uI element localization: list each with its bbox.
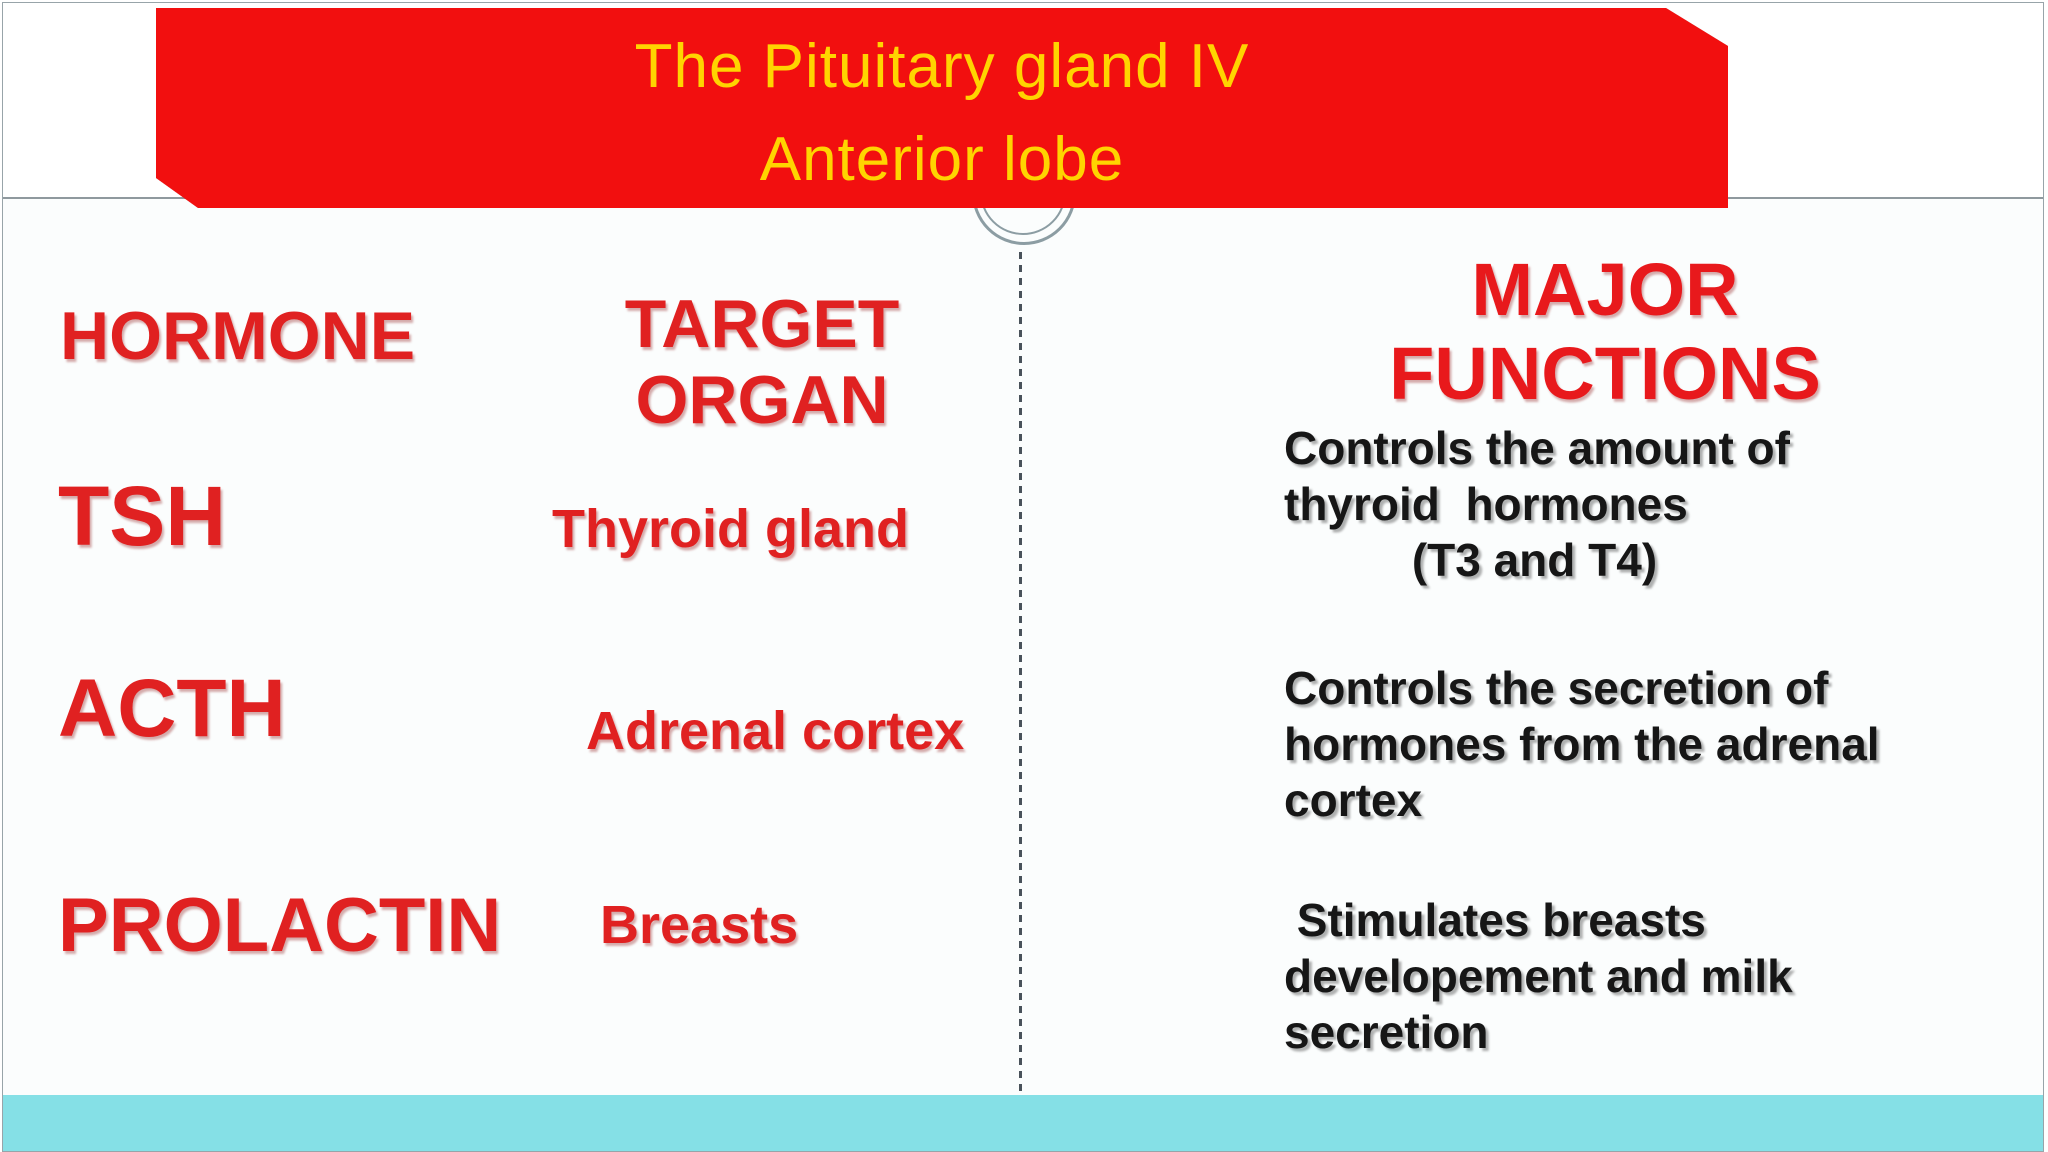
slide-title: The Pituitary gland IV Anterior lobe [634,32,1250,194]
target-organ-prolactin: Breasts [600,895,799,955]
column-header-target-organ: TARGET ORGAN [624,286,900,438]
major-function-tsh: Controls the amount of thyroid hormones … [1284,422,1790,586]
hormone-name-acth: ACTH [58,663,286,754]
major-function-acth: Controls the secretion of hormones from … [1284,662,1880,826]
column-divider [1019,252,1022,1095]
target-organ-tsh: Thyroid gland [552,499,909,559]
title-banner: The Pituitary gland IV Anterior lobe [156,8,1728,208]
target-organ-acth: Adrenal cortex [586,701,965,761]
hormone-name-tsh: TSH [58,469,226,563]
slide-body-background [3,197,2043,1151]
column-header-major-functions: MAJOR FUNCTIONS [1389,248,1821,415]
column-header-hormone: HORMONE [60,298,416,374]
hormone-name-prolactin: PROLACTIN [58,883,502,968]
bottom-accent-bar [3,1095,2043,1152]
major-function-prolactin: Stimulates breasts developement and milk… [1284,894,1793,1058]
